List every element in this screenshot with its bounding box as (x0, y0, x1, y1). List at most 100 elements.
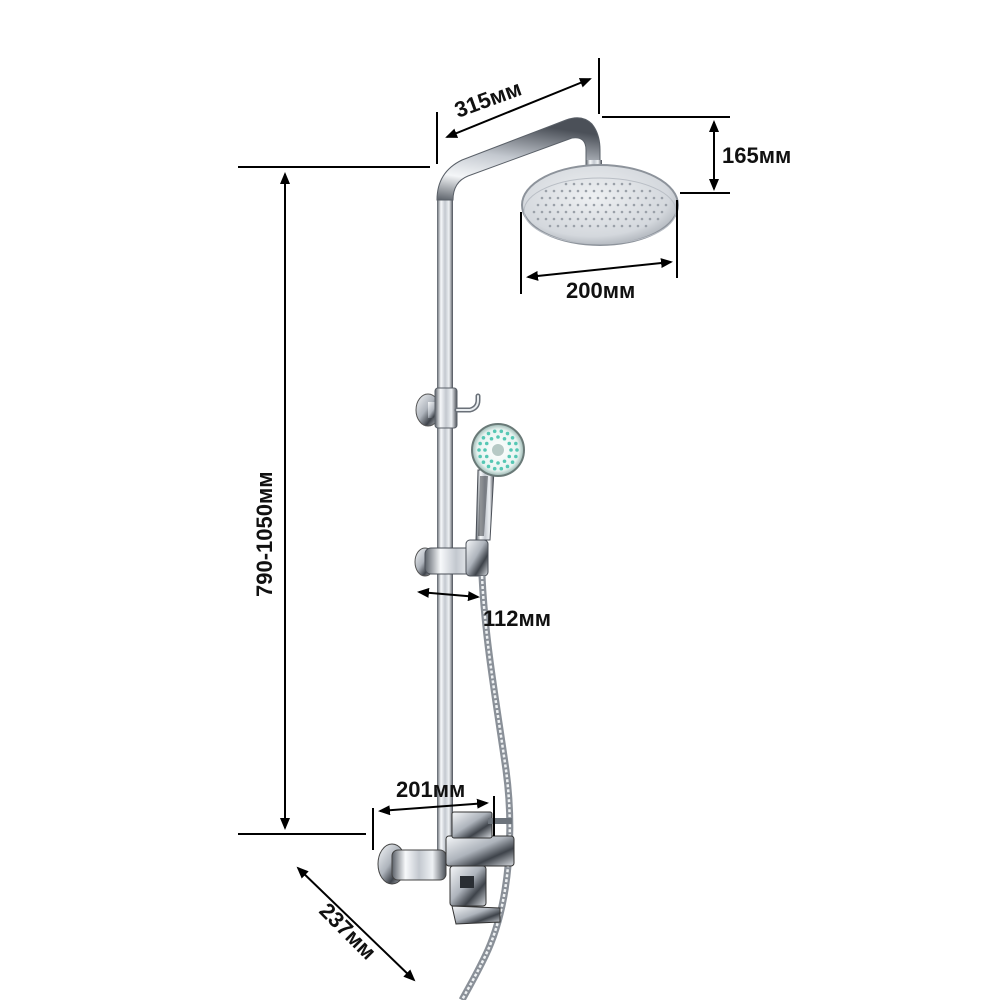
nozzle-dot (548, 210, 552, 214)
hand-nozzle-dot (483, 448, 487, 452)
nozzle-dot (648, 217, 652, 221)
nozzle-dot (636, 210, 640, 214)
nozzle-dot (548, 196, 552, 200)
label-mixer-depth: 237мм (314, 898, 381, 965)
hand-nozzle-dot (499, 429, 504, 434)
nozzle-dot (540, 210, 544, 214)
nozzle-dot (624, 189, 628, 193)
hand-nozzle-dot (484, 441, 489, 446)
nozzle-dot (580, 210, 584, 214)
nozzle-dot (596, 182, 600, 186)
nozzle-dot (632, 189, 636, 193)
hand-nozzle-dot (489, 459, 494, 464)
hand-nozzle-dot (499, 466, 504, 471)
nozzle-dot (604, 182, 608, 186)
nozzle-dot (640, 189, 644, 193)
nozzle-dot (620, 196, 624, 200)
dim-arrow-237 (296, 866, 416, 982)
nozzle-dot (636, 196, 640, 200)
nozzle-dot (608, 203, 612, 207)
nozzle-dot (640, 203, 644, 207)
nozzle-dot (628, 182, 632, 186)
nozzle-dot (576, 203, 580, 207)
nozzle-dot (560, 217, 564, 221)
nozzle-dot (592, 217, 596, 221)
hand-nozzle-dot (489, 436, 494, 441)
nozzle-dot (564, 224, 568, 228)
hand-nozzle-dot (486, 464, 491, 469)
nozzle-dot (588, 196, 592, 200)
hand-nozzle-dot (502, 436, 507, 441)
dim-arrow-315 (445, 78, 592, 138)
nozzle-dot (612, 196, 616, 200)
nozzle-dot (552, 217, 556, 221)
nozzle-dot (556, 196, 560, 200)
hand-nozzle-dot (515, 448, 519, 452)
hand-nozzle-dot (509, 448, 513, 452)
hand-nozzle-dot (481, 435, 486, 440)
hand-nozzle-dot (514, 441, 518, 446)
nozzle-dot (592, 203, 596, 207)
hand-nozzle-dot (507, 454, 512, 459)
nozzle-dot (596, 196, 600, 200)
nozzle-dot (608, 217, 612, 221)
nozzle-dot (644, 196, 648, 200)
dimension-lines (238, 58, 730, 982)
nozzle-dot (576, 217, 580, 221)
hand-shower (471, 423, 525, 541)
nozzle-dot (580, 182, 584, 186)
dim-arrow-112 (417, 587, 480, 602)
hand-nozzle-dot (478, 441, 482, 446)
shower-hose (458, 575, 514, 1000)
nozzle-dot (600, 189, 604, 193)
nozzle-dot (616, 217, 620, 221)
nozzle-dot (532, 210, 536, 214)
nozzle-dot (592, 189, 596, 193)
nozzle-dot (660, 210, 664, 214)
nozzle-dot (620, 210, 624, 214)
nozzle-dot (536, 203, 540, 207)
nozzle-dot (572, 182, 576, 186)
hand-nozzle-dot (484, 454, 489, 459)
hand-nozzle-dot (478, 454, 482, 459)
nozzle-dot (572, 224, 576, 228)
rain-head-nozzles (532, 182, 668, 228)
hand-nozzle-dot (486, 431, 491, 436)
dim-arrow-200 (526, 258, 673, 281)
nozzle-dot (564, 182, 568, 186)
shower-column-product (377, 117, 679, 1000)
nozzle-dot (588, 210, 592, 214)
nozzle-dot (552, 203, 556, 207)
label-mixer-width: 201мм (396, 777, 465, 802)
nozzle-dot (612, 210, 616, 214)
nozzle-dot (564, 210, 568, 214)
nozzle-dot (652, 210, 656, 214)
nozzle-dot (624, 217, 628, 221)
nozzle-dot (620, 224, 624, 228)
shower-arm (436, 117, 601, 201)
hand-nozzle-dot (496, 461, 500, 465)
nozzle-dot (616, 189, 620, 193)
nozzle-dot (584, 189, 588, 193)
nozzle-dot (612, 224, 616, 228)
riser-pipe (437, 196, 453, 856)
nozzle-dot (568, 217, 572, 221)
nozzle-dot (560, 203, 564, 207)
nozzle-dot (556, 210, 560, 214)
nozzle-dot (556, 224, 560, 228)
nozzle-dot (628, 224, 632, 228)
dim-arrow-201 (378, 798, 489, 816)
nozzle-dot (624, 203, 628, 207)
nozzle-dot (596, 224, 600, 228)
nozzle-dot (540, 196, 544, 200)
hand-nozzle-dot (510, 435, 515, 440)
slider-bracket (414, 539, 489, 577)
hand-nozzle-dot (492, 429, 497, 434)
label-slider-width: 112мм (483, 606, 551, 631)
nozzle-dot (580, 196, 584, 200)
nozzle-dot (544, 203, 548, 207)
label-arm-length: 315мм (451, 76, 525, 123)
nozzle-dot (604, 196, 608, 200)
nozzle-dot (652, 196, 656, 200)
nozzle-dot (560, 189, 564, 193)
